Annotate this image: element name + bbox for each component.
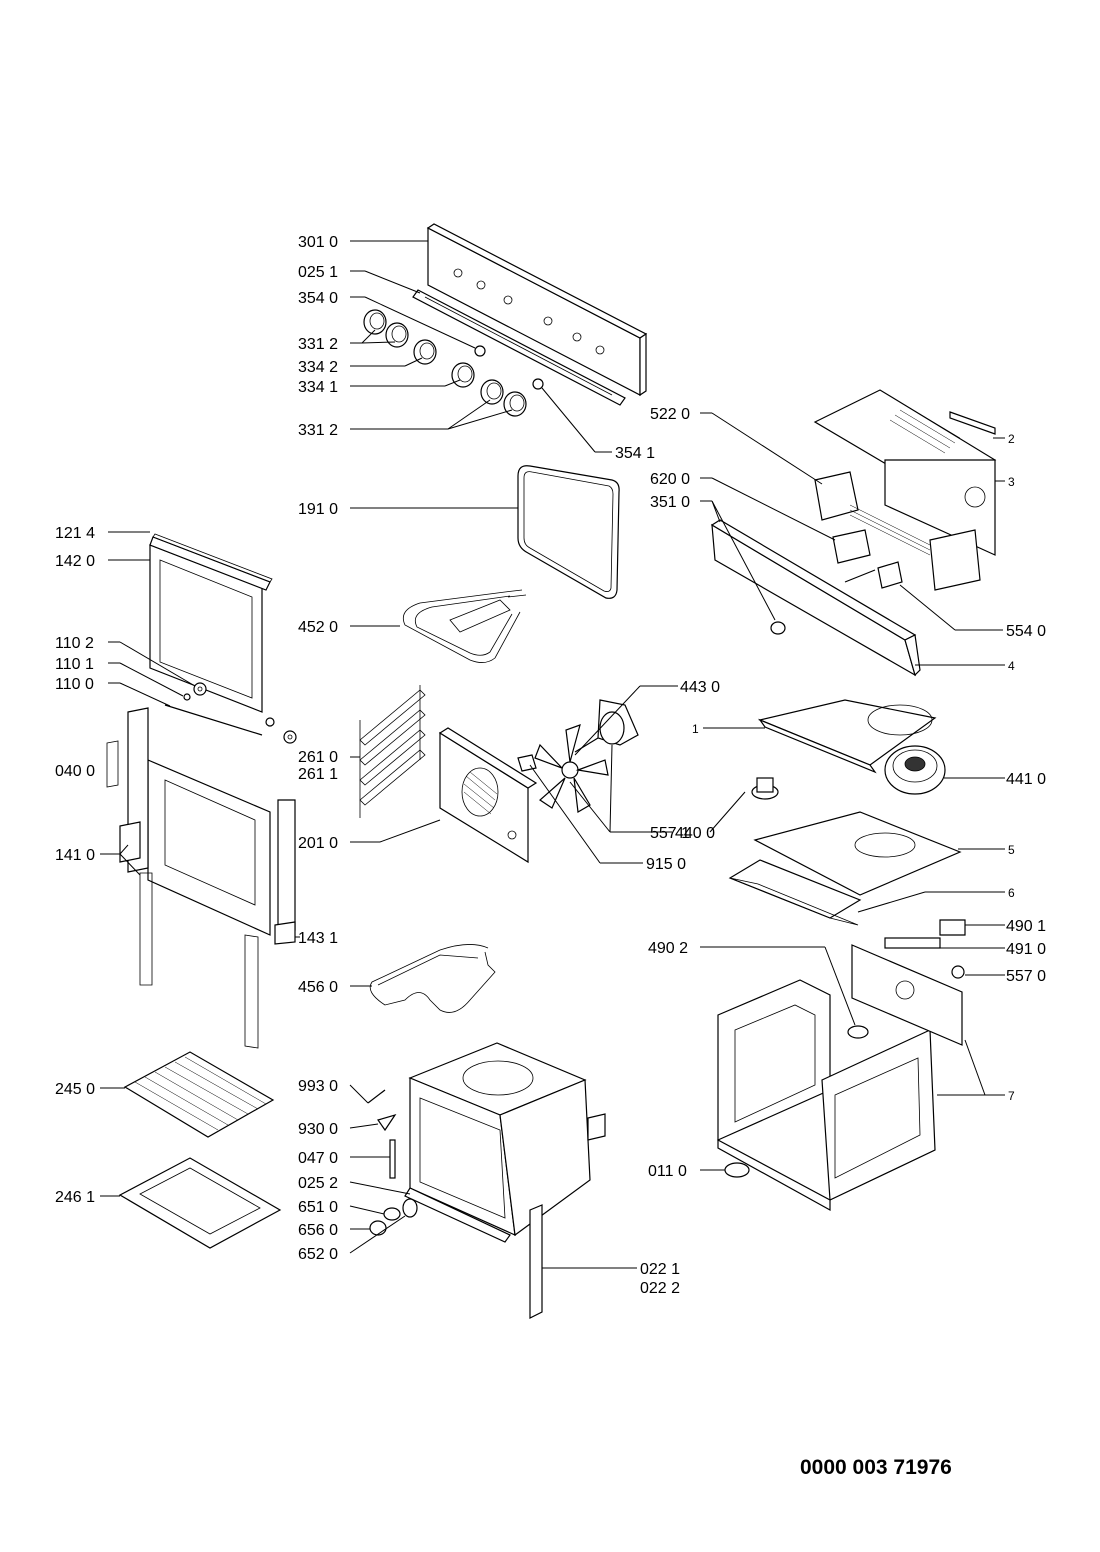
label-651-0: 651 0	[298, 1199, 338, 1216]
lower-element-part	[369, 944, 496, 1013]
label-4: 4	[1008, 659, 1015, 673]
label-110-1: 110 1	[55, 656, 94, 673]
control-knobs-part	[363, 309, 544, 417]
label-7: 7	[1008, 1089, 1015, 1103]
cooling-fan-part	[884, 745, 946, 795]
oven-cavity-part	[408, 1042, 606, 1237]
callout-labels: 301 0 025 1 354 0 331 2 334 2 334 1 331 …	[55, 234, 1046, 1297]
label-022-1: 022 1	[640, 1261, 680, 1278]
feet-part	[724, 1025, 869, 1178]
label-557-1: 557 1	[650, 825, 690, 842]
label-040-0: 040 0	[55, 763, 95, 780]
label-554-0: 554 0	[1006, 623, 1046, 640]
label-656-0: 656 0	[298, 1222, 338, 1239]
label-261-1: 261 1	[298, 766, 338, 783]
label-334-2: 334 2	[298, 359, 338, 376]
back-panel-part	[717, 979, 936, 1212]
fan-nut-part	[517, 754, 537, 772]
door-seal-part	[517, 465, 620, 599]
panel-rail-part	[412, 289, 626, 406]
label-011-0: 011 0	[648, 1163, 687, 1180]
door-inner-glass-part	[106, 707, 296, 1049]
label-110-2: 110 2	[55, 635, 94, 652]
label-261-0: 261 0	[298, 749, 338, 766]
label-930-0: 930 0	[298, 1121, 338, 1138]
label-5: 5	[1008, 843, 1015, 857]
electronics-module-part	[814, 471, 981, 591]
top-plate-part	[758, 699, 937, 774]
label-491-0: 491 0	[1006, 941, 1046, 958]
fan-cover-part	[438, 727, 538, 864]
label-620-0: 620 0	[650, 471, 690, 488]
electronics-bracket-part	[710, 519, 921, 677]
control-board-part	[851, 919, 966, 1046]
label-025-1: 025 1	[298, 264, 338, 281]
baking-tray-part	[118, 1157, 282, 1249]
label-354-0: 354 0	[298, 290, 338, 307]
fan-blade-part	[534, 724, 609, 813]
thermostat-part	[751, 777, 779, 800]
label-2: 2	[1008, 432, 1015, 446]
label-022-2: 022 2	[640, 1280, 680, 1297]
wire-rack-part	[123, 1051, 275, 1138]
label-331-2-b: 331 2	[298, 422, 338, 439]
label-1: 1	[692, 722, 699, 736]
label-440-0: 440 0	[675, 825, 715, 842]
top-cover-part	[813, 389, 997, 556]
label-490-1: 490 1	[1006, 918, 1046, 935]
label-121-4: 121 4	[55, 525, 95, 542]
label-301-0: 301 0	[298, 234, 338, 251]
label-441-0: 441 0	[1006, 771, 1046, 788]
label-490-2: 490 2	[648, 940, 688, 957]
document-number: 0000 003 71976	[800, 1456, 952, 1479]
shelf-runners-part	[359, 685, 426, 818]
label-331-2-a: 331 2	[298, 336, 338, 353]
label-522-0: 522 0	[650, 406, 690, 423]
leader-lines	[100, 240, 1005, 1269]
label-191-0: 191 0	[298, 501, 338, 518]
bottom-plate-part	[728, 811, 962, 926]
label-452-0: 452 0	[298, 619, 338, 636]
label-915-0: 915 0	[646, 856, 686, 873]
label-334-1: 334 1	[298, 379, 338, 396]
label-652-0: 652 0	[298, 1246, 338, 1263]
label-245-0: 245 0	[55, 1081, 95, 1098]
label-246-1: 246 1	[55, 1189, 95, 1206]
label-201-0: 201 0	[298, 835, 338, 852]
label-047-0: 047 0	[298, 1150, 338, 1167]
label-142-0: 142 0	[55, 553, 95, 570]
label-456-0: 456 0	[298, 979, 338, 996]
label-354-1: 354 1	[615, 445, 655, 462]
label-351-0: 351 0	[650, 494, 690, 511]
label-143-1: 143 1	[298, 930, 338, 947]
label-993-0: 993 0	[298, 1078, 338, 1095]
cavity-fixings-part	[367, 1089, 543, 1319]
grill-element-part	[402, 589, 527, 663]
label-557-0: 557 0	[1006, 968, 1046, 985]
label-3: 3	[1008, 475, 1015, 489]
label-141-0: 141 0	[55, 847, 95, 864]
door-trims-part	[164, 682, 297, 744]
label-6: 6	[1008, 886, 1015, 900]
door-outer-glass-part	[149, 533, 273, 713]
label-025-2: 025 2	[298, 1175, 338, 1192]
label-443-0: 443 0	[680, 679, 720, 696]
fan-motor-part	[574, 699, 639, 753]
control-panel-part	[426, 223, 648, 397]
label-110-0: 110 0	[55, 676, 94, 693]
